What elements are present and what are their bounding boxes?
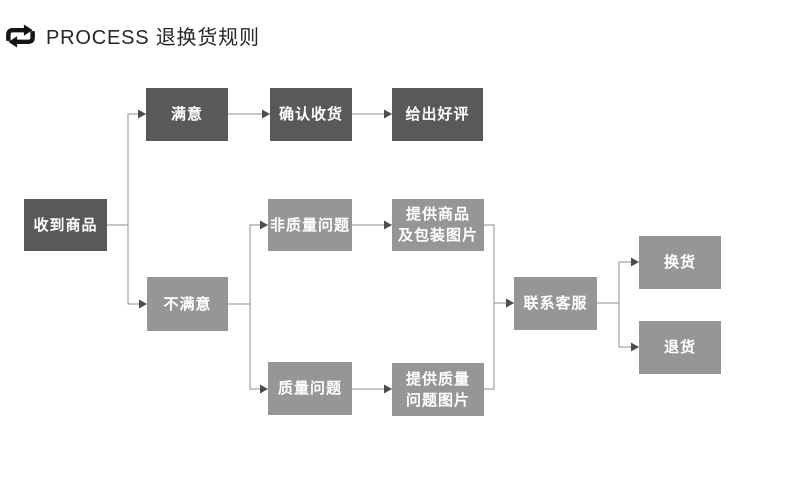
arrowhead-icon [384,109,392,119]
arrowhead-icon [139,299,147,309]
connector-receive-goods-to-satisfied [107,113,146,226]
flow-node-label: 问题图片 [405,391,470,409]
arrowhead-icon [138,109,146,119]
flow-node-provide-product-photos: 提供商品及包装图片 [392,199,484,251]
arrowhead-icon [262,109,270,119]
arrowhead-icon [506,298,514,308]
arrowhead-icon [384,220,392,230]
flow-node-exchange-goods: 换货 [639,236,721,289]
connector-provide-quality-photos-to-contact-customer-service [484,302,514,390]
flow-node-provide-quality-photos: 提供质量问题图片 [392,363,484,416]
arrowhead-icon [384,384,392,394]
flow-node-label: 确认收货 [278,106,343,123]
connector-not-satisfied-to-quality-issue [228,303,268,390]
flow-node-satisfied: 满意 [146,88,228,141]
flow-node-return-goods: 退货 [639,321,721,374]
flow-node-label: 提供质量 [405,370,470,388]
flow-node-label: 退货 [663,339,696,356]
flow-node-not-satisfied: 不满意 [147,277,228,331]
flow-node-label: 不满意 [163,295,212,313]
arrowhead-icon [631,342,639,352]
flow-node-label: 质量问题 [277,380,342,397]
flow-node-contact-customer-service: 联系客服 [514,277,597,330]
flow-node-label: 联系客服 [523,295,588,312]
page-title: PROCESS 退换货规则 [46,27,260,49]
flow-node-label: 及包装图片 [397,227,478,244]
flow-node-label: 满意 [170,106,203,123]
flow-node-label: 非质量问题 [269,216,350,234]
arrowhead-icon [631,257,639,267]
arrowhead-icon [260,384,268,394]
connector-contact-customer-service-to-return-goods [597,302,639,348]
flow-node-quality-issue: 质量问题 [268,362,352,415]
flow-node-label: 给出好评 [405,106,470,123]
connector-contact-customer-service-to-exchange-goods [597,261,639,304]
flow-node-label: 换货 [663,254,696,271]
connector-receive-goods-to-not-satisfied [107,224,147,305]
process-loop-icon [6,24,35,47]
flow-node-confirm-receipt: 确认收货 [270,88,352,141]
flow-node-label: 收到商品 [33,216,98,234]
connector-provide-product-photos-to-contact-customer-service [484,224,514,304]
flow-node-give-good-review: 给出好评 [392,88,483,141]
arrowhead-icon [506,298,514,308]
arrowhead-icon [260,220,268,230]
flow-node-label: 提供商品 [405,206,470,223]
page-header: PROCESS 退换货规则 [4,21,260,50]
connector-not-satisfied-to-non-quality-issue [228,224,268,305]
flow-node-receive-goods: 收到商品 [24,199,107,251]
flow-node-non-quality-issue: 非质量问题 [268,199,352,251]
